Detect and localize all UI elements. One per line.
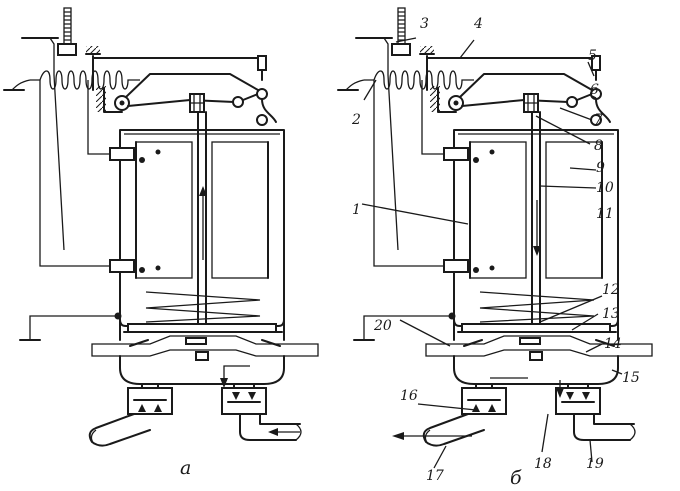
label-14: 14 — [604, 336, 622, 352]
label-17: 17 — [426, 468, 444, 484]
label-20: 20 — [373, 318, 392, 334]
caption-a: а — [180, 457, 191, 479]
flow-arrow-up-a-head — [199, 186, 207, 196]
flow-arrow-b-outlet — [398, 377, 528, 437]
label-16: 16 — [400, 388, 418, 404]
valve-view-b — [337, 7, 653, 447]
caption-b: б — [510, 467, 522, 489]
flow-arrow-a-lower-head — [220, 378, 228, 388]
label-10: 10 — [596, 180, 614, 196]
label-11: 11 — [596, 206, 614, 222]
label-18: 18 — [534, 456, 552, 472]
label-2: 2 — [351, 112, 361, 128]
label-19: 19 — [586, 456, 604, 472]
flow-arrow-a-lower — [223, 365, 250, 380]
label-3: 3 — [420, 16, 429, 32]
label-15: 15 — [622, 370, 640, 386]
label-4: 4 — [473, 16, 483, 32]
label-5: 5 — [588, 48, 597, 64]
flow-arrow-a-inlet-head — [268, 428, 278, 436]
label-1: 1 — [352, 202, 361, 218]
label-13: 13 — [602, 306, 620, 322]
flow-arrow-b-outlet-head — [392, 432, 404, 440]
flow-arrow-b-inlet-head — [556, 388, 564, 398]
label-6: 6 — [590, 82, 599, 98]
flow-arrow-down-b-head — [533, 246, 541, 256]
valve-view-a — [3, 7, 319, 447]
label-7: 7 — [594, 112, 603, 128]
label-12: 12 — [602, 282, 620, 298]
label-9: 9 — [596, 160, 605, 176]
label-8: 8 — [594, 138, 603, 154]
leader-lines — [361, 37, 623, 469]
